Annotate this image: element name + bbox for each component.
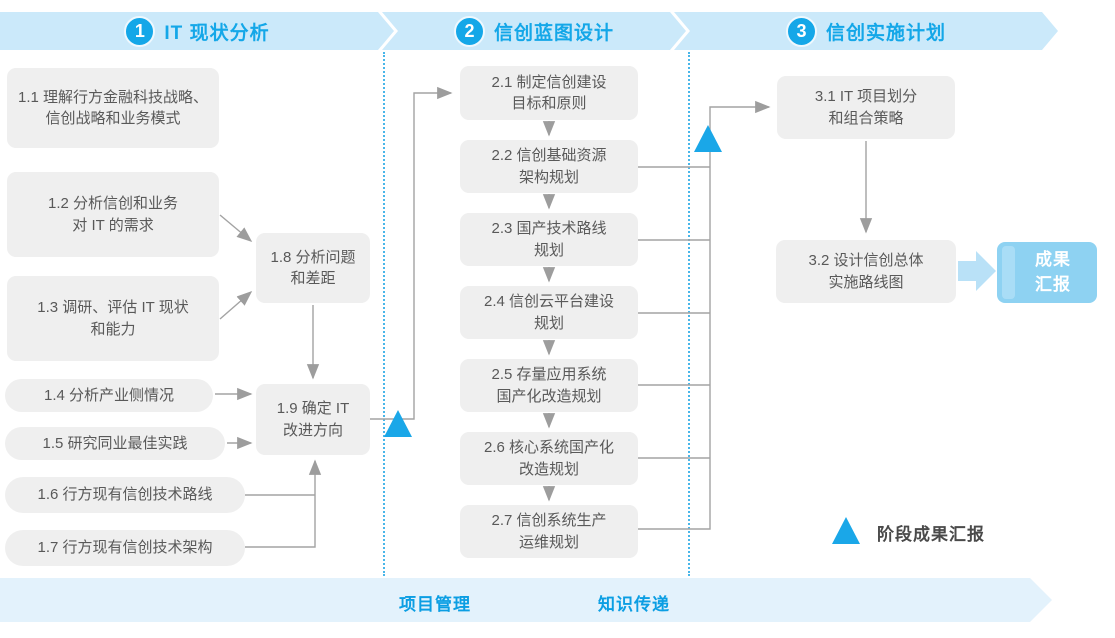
box-2-1-line1: 2.1 制定信创建设 bbox=[491, 73, 607, 91]
phase-band-1: 1 IT 现状分析 bbox=[0, 12, 394, 50]
box-1-3-line2: 和能力 bbox=[90, 320, 136, 338]
phase-1-number-badge: 1 bbox=[124, 16, 155, 47]
box-2-7: 2.7 信创系统生产 运维规划 bbox=[460, 505, 638, 558]
box-1-9-line2: 改进方向 bbox=[282, 421, 343, 439]
pill-1-7: 1.7 行方现有信创技术架构 bbox=[5, 530, 245, 566]
phase-band-2: 2 信创蓝图设计 bbox=[382, 12, 686, 50]
pill-1-6-label: 1.6 行方现有信创技术路线 bbox=[37, 486, 213, 504]
legend-milestone-triangle-icon bbox=[832, 517, 860, 544]
phase-3-number-badge: 3 bbox=[786, 16, 817, 47]
box-2-4-line2: 规划 bbox=[533, 314, 564, 332]
box-1-2-line1: 1.2 分析信创和业务 bbox=[47, 195, 179, 213]
box-1-3-line1: 1.3 调研、评估 IT 现状 bbox=[37, 299, 189, 317]
phase-separator-1-2 bbox=[383, 52, 385, 576]
arrow-1-3-to-1-8 bbox=[219, 290, 253, 320]
box-2-4: 2.4 信创云平台建设 规划 bbox=[460, 286, 638, 339]
box-1-8-line2: 和差距 bbox=[290, 270, 336, 287]
box-2-6-line1: 2.6 核心系统国产化 bbox=[483, 439, 615, 457]
box-2-5: 2.5 存量应用系统 国产化改造规划 bbox=[460, 359, 638, 412]
thick-arrow-3-2-to-result bbox=[958, 251, 996, 291]
box-2-3-line2: 规划 bbox=[533, 241, 564, 259]
box-2-5-line2: 国产化改造规划 bbox=[496, 387, 602, 405]
arrow-bus-to-3-1 bbox=[638, 100, 771, 530]
bottom-band bbox=[0, 578, 1052, 622]
result-report-box: 成果 汇报 bbox=[997, 242, 1097, 303]
legend-milestone-label: 阶段成果汇报 bbox=[877, 525, 985, 544]
box-3-2: 3.2 设计信创总体 实施路线图 bbox=[776, 240, 956, 303]
box-2-1: 2.1 制定信创建设 目标和原则 bbox=[460, 66, 638, 120]
result-report-label: 成果 汇报 bbox=[1035, 248, 1071, 297]
pill-1-5-label: 1.5 研究同业最佳实践 bbox=[42, 434, 188, 452]
box-2-5-line1: 2.5 存量应用系统 bbox=[491, 366, 607, 384]
result-line1: 成果 bbox=[1035, 249, 1071, 269]
pill-1-5: 1.5 研究同业最佳实践 bbox=[5, 427, 225, 460]
box-3-1: 3.1 IT 项目划分 和组合策略 bbox=[777, 76, 955, 139]
box-2-2: 2.2 信创基础资源 架构规划 bbox=[460, 140, 638, 193]
pill-1-6: 1.6 行方现有信创技术路线 bbox=[5, 477, 245, 513]
box-2-3-line1: 2.3 国产技术路线 bbox=[491, 220, 607, 238]
result-box-stripe bbox=[1002, 246, 1015, 299]
box-2-3: 2.3 国产技术路线 规划 bbox=[460, 213, 638, 266]
box-1-2: 1.2 分析信创和业务 对 IT 的需求 bbox=[7, 172, 219, 257]
box-2-7-line2: 运维规划 bbox=[518, 533, 579, 551]
pill-1-7-label: 1.7 行方现有信创技术架构 bbox=[37, 539, 213, 557]
phase-2-title: 信创蓝图设计 bbox=[493, 22, 614, 44]
bottom-item-knowledge-transfer: 知识传递 bbox=[598, 595, 670, 614]
arrow-1-2-to-1-8 bbox=[219, 214, 253, 242]
phase-band-3: 3 信创实施计划 bbox=[674, 12, 1058, 50]
pill-1-4-label: 1.4 分析产业侧情况 bbox=[43, 386, 175, 404]
box-2-6: 2.6 核心系统国产化 改造规划 bbox=[460, 432, 638, 485]
pill-1-4: 1.4 分析产业侧情况 bbox=[5, 379, 213, 412]
box-2-2-line2: 架构规划 bbox=[518, 168, 579, 186]
box-2-6-line2: 改造规划 bbox=[518, 460, 579, 478]
box-1-1: 1.1 理解行方金融科技战略、 信创战略和业务模式 bbox=[7, 68, 219, 148]
phase-separator-2-3 bbox=[688, 52, 690, 576]
box-3-1-line1: 3.1 IT 项目划分 bbox=[814, 88, 918, 106]
box-1-9-line1: 1.9 确定 IT bbox=[276, 400, 350, 418]
box-1-3: 1.3 调研、评估 IT 现状 和能力 bbox=[7, 276, 219, 361]
box-1-8: 1.8 分析问题 和差距 bbox=[256, 233, 370, 303]
box-1-9: 1.9 确定 IT 改进方向 bbox=[256, 384, 370, 455]
box-3-1-line2: 和组合策略 bbox=[828, 109, 904, 127]
box-2-4-line1: 2.4 信创云平台建设 bbox=[483, 293, 615, 311]
result-line2: 汇报 bbox=[1035, 274, 1071, 294]
box-2-1-line2: 目标和原则 bbox=[511, 95, 587, 112]
box-2-2-line1: 2.2 信创基础资源 bbox=[491, 147, 607, 165]
phase-1-title: IT 现状分析 bbox=[164, 22, 270, 44]
box-1-2-line2: 对 IT 的需求 bbox=[72, 216, 154, 234]
box-1-8-line1: 1.8 分析问题 bbox=[270, 248, 356, 266]
box-3-2-line1: 3.2 设计信创总体 bbox=[808, 252, 924, 270]
box-2-7-line1: 2.7 信创系统生产 bbox=[491, 512, 607, 530]
box-1-1-line1: 1.1 理解行方金融科技战略、 bbox=[17, 88, 209, 106]
box-3-2-line2: 实施路线图 bbox=[828, 273, 904, 291]
milestone-triangle-phase2-icon bbox=[694, 125, 722, 152]
bottom-item-project-management: 项目管理 bbox=[399, 595, 471, 614]
phase-2-number-badge: 2 bbox=[454, 16, 485, 47]
phase-3-title: 信创实施计划 bbox=[825, 22, 946, 44]
box-1-1-line2: 信创战略和业务模式 bbox=[45, 110, 181, 127]
arrow-1-7-to-1-9 bbox=[245, 459, 322, 548]
milestone-triangle-phase1-icon bbox=[384, 410, 412, 437]
